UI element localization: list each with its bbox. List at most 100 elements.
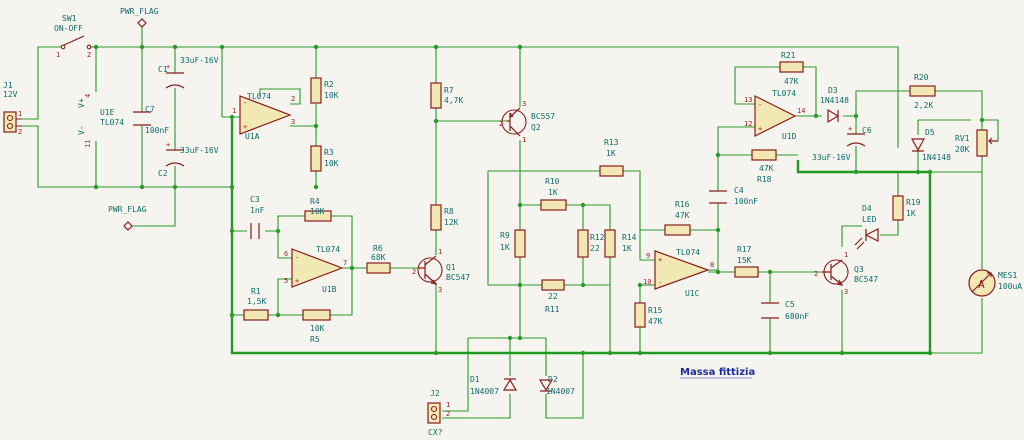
r16-value: 47K <box>675 211 690 220</box>
j2-connector: J2 CX? 1 2 <box>427 389 450 437</box>
q2-pin2: 2 <box>499 120 503 128</box>
u1c-pin9: 9 <box>646 252 650 260</box>
j2-value: CX? <box>428 428 443 437</box>
u1a-minus: - <box>243 99 247 107</box>
wires <box>22 27 999 419</box>
d5-value: 1N4148 <box>922 153 951 162</box>
net-label-massa-fittizia: Massa fittizia <box>680 367 755 378</box>
r17-resistor: R17 15K <box>734 245 759 278</box>
q3-transistor: Q3 BC547 2 1 3 <box>814 251 878 296</box>
d4-led: D4 LED <box>854 204 879 250</box>
sw1-ref: SW1 <box>62 14 77 23</box>
u1b-value: TL074 <box>316 245 340 254</box>
d3-diode: D3 1N4148 <box>820 86 849 124</box>
j2-pin2: 2 <box>446 410 450 418</box>
r12-resistor: R12 22 <box>577 229 605 258</box>
c7-capacitor: C7 100nF <box>133 105 169 135</box>
d4-value: LED <box>862 215 877 224</box>
r4-value: 10K <box>310 207 325 216</box>
d3-ref: D3 <box>828 86 838 95</box>
r2-value: 10K <box>324 91 339 100</box>
r5-value: 10K <box>310 324 325 333</box>
r8-resistor: R8 12K <box>430 204 459 231</box>
c6-ref: C6 <box>862 126 872 135</box>
pwr-flag-1-label: PWR_FLAG <box>120 7 159 16</box>
r16-resistor: R16 47K <box>664 200 691 236</box>
r14-value: 1K <box>622 244 632 253</box>
r7-ref: R7 <box>444 86 454 95</box>
r13-resistor: R13 1K <box>599 138 624 177</box>
u1a-ref: U1A <box>245 132 260 141</box>
r3-value: 10K <box>324 159 339 168</box>
junctions <box>93 44 985 356</box>
q1-pin2: 2 <box>412 268 416 276</box>
r1-value: 1,5K <box>247 297 266 306</box>
d2-diode: D2 1N4007 <box>538 375 575 396</box>
rv1-potentiometer: RV1 20K <box>955 129 998 157</box>
d4-ref: D4 <box>862 204 872 213</box>
u1e-vminus: V- <box>77 125 86 135</box>
d1-diode: D1 1N4007 <box>470 375 518 396</box>
c3-ref: C3 <box>250 195 260 204</box>
r11-resistor: 22 R11 <box>541 279 565 314</box>
r5-ref: R5 <box>310 335 320 344</box>
r20-value: 2,2K <box>914 101 933 110</box>
q1-pin3: 3 <box>438 286 442 294</box>
d1-value: 1N4007 <box>470 387 499 396</box>
u1c-value: TL074 <box>676 248 700 257</box>
r7-resistor: R7 4,7K <box>430 82 463 109</box>
u1d-pin13: 13 <box>744 96 752 104</box>
r3-ref: R3 <box>324 148 334 157</box>
c4-ref: C4 <box>734 186 744 195</box>
u1b-pin6: 6 <box>284 250 288 258</box>
c3-capacitor: C3 1nF <box>250 195 265 239</box>
r15-value: 47K <box>648 317 663 326</box>
u1b-pin5: 5 <box>284 277 288 285</box>
q3-pin1: 1 <box>844 251 848 259</box>
pwr-flag-1: PWR_FLAG <box>120 7 159 28</box>
u1d-value: TL074 <box>772 89 796 98</box>
q3-ref: Q3 <box>854 265 864 274</box>
r21-ref: R21 <box>781 51 796 60</box>
r9-value: 1K <box>500 243 510 252</box>
j1-pin1: 1 <box>18 110 22 118</box>
r7-value: 4,7K <box>444 96 463 105</box>
sw1-value: ON-OFF <box>54 24 83 33</box>
u1c-opamp: + - 9 10 8 TL074 U1C <box>643 248 714 298</box>
r19-resistor: R19 1K <box>892 195 921 221</box>
u1c-pin10: 10 <box>643 278 651 286</box>
q2-ref: Q2 <box>531 123 541 132</box>
r3-resistor: R3 10K <box>310 145 339 172</box>
r12-ref: R12 <box>590 233 605 242</box>
q1-value: BC547 <box>446 273 470 282</box>
d2-value: 1N4007 <box>546 387 575 396</box>
d3-value: 1N4148 <box>820 96 849 105</box>
u1b-plus: + <box>295 277 299 285</box>
c1-value: 33uF-16V <box>180 56 219 65</box>
r14-ref: R14 <box>622 233 637 242</box>
pwr-flag-2: PWR_FLAG <box>108 205 147 231</box>
u1a-pin2: 2 <box>291 95 295 103</box>
r20-resistor: R20 2,2K <box>909 73 936 110</box>
c6-capacitor: + C6 33uF-16V <box>812 125 872 162</box>
r18-value: 47K <box>759 164 774 173</box>
u1a-pin1: 1 <box>232 107 236 115</box>
c2-value: 33uF-16V <box>180 146 219 155</box>
r13-ref: R13 <box>604 138 619 147</box>
r19-value: 1K <box>906 209 916 218</box>
c7-ref: C7 <box>145 105 155 114</box>
mes1-value: 100uA <box>998 282 1022 291</box>
rv1-ref: RV1 <box>955 134 970 143</box>
u1d-ref: U1D <box>782 132 797 141</box>
mes1-ref: MES1 <box>998 271 1017 280</box>
u1d-plus: + <box>758 125 762 133</box>
u1a-plus: + <box>243 123 247 131</box>
r18-resistor: 47K R18 <box>751 149 777 184</box>
r9-ref: R9 <box>500 231 510 240</box>
r17-ref: R17 <box>737 245 752 254</box>
q2-transistor: BC557 Q2 2 3 1 <box>499 100 555 144</box>
c1-ref: C1 <box>158 65 168 74</box>
c2-ref: C2 <box>158 169 168 178</box>
sw1-switch: SW1 ON-OFF 1 2 <box>54 14 92 59</box>
u1e-pin4: 4 <box>84 94 92 98</box>
